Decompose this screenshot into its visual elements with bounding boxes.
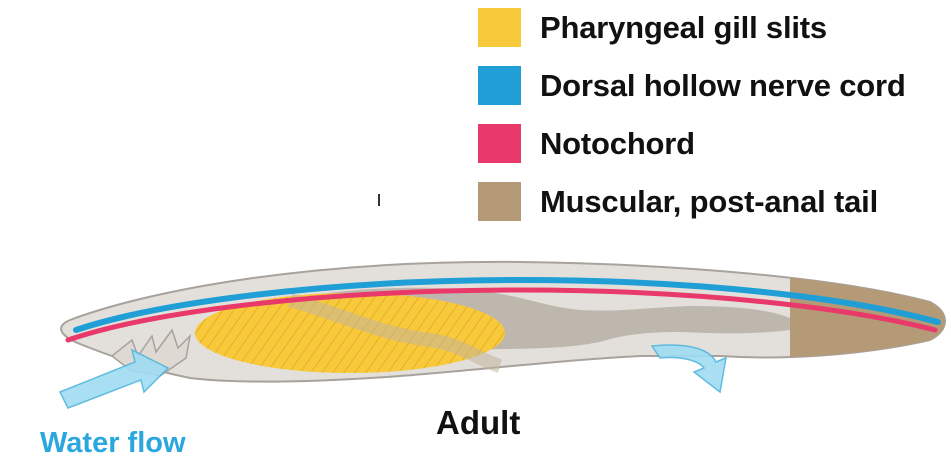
legend-label-nerve-cord: Dorsal hollow nerve cord <box>540 68 906 103</box>
legend-label-gill-slits: Pharyngeal gill slits <box>540 10 827 45</box>
gill-slit-stripes <box>195 293 505 373</box>
water-flow-label: Water flow <box>40 427 186 459</box>
water-flow-out-arrow <box>650 344 727 394</box>
stray-mark <box>378 194 380 206</box>
legend-swatch-notochord <box>478 124 521 163</box>
legend-item-notochord: Notochord <box>478 120 948 178</box>
legend-item-tail: Muscular, post-anal tail <box>478 178 948 236</box>
legend-label-notochord: Notochord <box>540 126 695 161</box>
water-flow-in-arrow <box>58 348 170 409</box>
legend-swatch-gill-slits <box>478 8 521 47</box>
stage-label-adult: Adult <box>436 404 521 441</box>
pharynx-fold <box>288 293 503 373</box>
legend-swatch-nerve-cord <box>478 66 521 105</box>
legend-item-gill-slits: Pharyngeal gill slits <box>478 4 948 62</box>
legend-item-nerve-cord: Dorsal hollow nerve cord <box>478 62 948 120</box>
legend-label-tail: Muscular, post-anal tail <box>540 184 879 219</box>
dorsal-nerve-cord <box>73 276 941 333</box>
notochord <box>65 287 938 343</box>
legend-swatch-tail <box>478 182 521 221</box>
legend: Pharyngeal gill slits Dorsal hollow nerv… <box>478 4 948 236</box>
